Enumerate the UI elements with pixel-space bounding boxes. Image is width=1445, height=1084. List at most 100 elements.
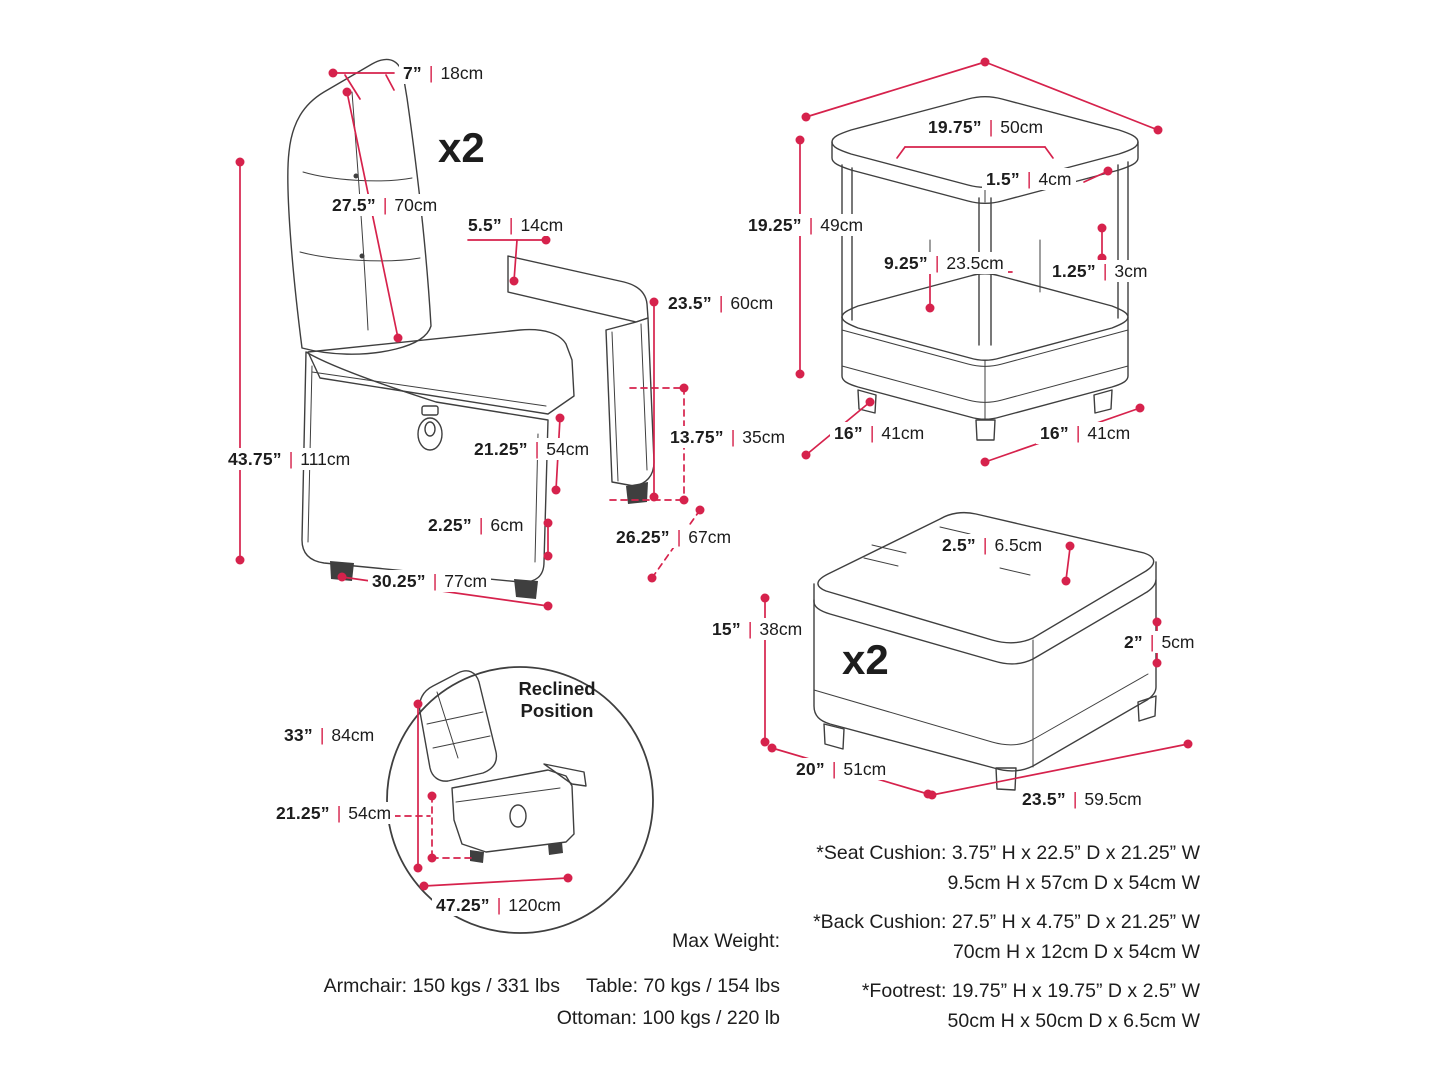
inches-value: 19.75” <box>928 117 982 137</box>
side-table-depth-label: 16” | 41cm <box>830 422 929 444</box>
unit-separator: | <box>808 215 814 235</box>
unit-separator: | <box>432 571 438 591</box>
max-weight-title: Max Weight: <box>671 930 780 952</box>
footrest-note: *Footrest: 19.75” H x 19.75” D x 2.5” W … <box>700 976 1200 1036</box>
reclined-position-title: Reclined Position <box>492 678 622 722</box>
inches-value: 13.75” <box>670 427 724 447</box>
inches-value: 21.25” <box>474 439 528 459</box>
ottoman-width-label: 23.5”|59.5cm <box>1018 788 1146 810</box>
cm-value: 70cm <box>394 195 438 215</box>
inches-value: 2” <box>1124 632 1143 652</box>
unit-separator: | <box>1026 169 1032 189</box>
cm-value: 4cm <box>1038 169 1072 189</box>
seat-cushion-label: *Seat Cushion: <box>816 842 947 864</box>
side-table-shelf-height-label: 9.25” | 23.5cm <box>880 252 1008 274</box>
seat-cushion-metric: 9.5cm H x 57cm D x 54cm W <box>947 872 1200 894</box>
cm-value: 59.5cm <box>1084 789 1142 809</box>
side-table-top-thickness-label: 1.5” | 4cm <box>982 168 1076 190</box>
armchair-depth-label: 26.25”|67cm <box>612 526 736 548</box>
inches-value: 9.25” <box>884 253 928 273</box>
ottoman-drawing <box>813 511 1157 791</box>
inches-value: 1.5” <box>986 169 1020 189</box>
cm-value: 50cm <box>1000 117 1044 137</box>
cm-value: 54cm <box>546 439 590 459</box>
inches-value: 1.25” <box>1052 261 1096 281</box>
ottoman-leg-height-label: 2” | 5cm <box>1120 631 1199 653</box>
armchair-base-width-label: 30.25” | 77cm <box>368 570 492 592</box>
seat-cushion-imperial-line: *Seat Cushion: 3.75” H x 22.5” D x 21.25… <box>700 838 1200 868</box>
inches-value: 7” <box>403 63 422 83</box>
cm-value: 60cm <box>730 293 774 313</box>
inches-value: 30.25” <box>372 571 426 591</box>
cm-value: 5cm <box>1161 632 1195 652</box>
side-table-height-label: 19.25” | 49cm <box>744 214 868 236</box>
unit-separator: | <box>534 439 540 459</box>
inches-value: 2.25” <box>428 515 472 535</box>
unit-separator: | <box>336 803 342 823</box>
unit-separator: | <box>1075 423 1081 443</box>
inches-value: 20” <box>796 759 825 779</box>
ottoman-lid-thickness-label: 2.5”|6.5cm <box>938 534 1047 556</box>
back-cushion-note: *Back Cushion: 27.5” H x 4.75” D x 21.25… <box>700 907 1200 967</box>
unit-separator: | <box>988 117 994 137</box>
inches-value: 19.25” <box>748 215 802 235</box>
cm-value: 49cm <box>820 215 864 235</box>
side-table-leg-width-label: 1.25” | 3cm <box>1048 260 1152 282</box>
cm-value: 41cm <box>1087 423 1131 443</box>
armchair-quantity-multiplier: x2 <box>438 124 485 171</box>
ottoman-height-label: 15”|38cm <box>708 618 807 640</box>
unit-separator: | <box>288 449 294 469</box>
armchair-arm-width-label: 5.5” | 14cm <box>464 214 568 236</box>
inches-value: 16” <box>1040 423 1069 443</box>
cm-value: 6cm <box>490 515 524 535</box>
inches-value: 23.5” <box>1022 789 1066 809</box>
inches-value: 5.5” <box>468 215 502 235</box>
max-weight-block: Max Weight: Armchair: 150 kgs / 331 lbs … <box>260 926 780 1033</box>
back-cushion-imperial: 27.5” H x 4.75” D x 21.25” W <box>951 911 1200 933</box>
table-max-weight: Table: 70 kgs / 154 lbs <box>585 975 780 997</box>
cm-value: 14cm <box>520 215 564 235</box>
unit-separator: | <box>1149 632 1155 652</box>
unit-separator: | <box>869 423 875 443</box>
cm-value: 23.5cm <box>946 253 1004 273</box>
cm-value: 18cm <box>440 63 484 83</box>
ottoman-depth-label: 20”|51cm <box>792 758 891 780</box>
ottoman-quantity-multiplier: x2 <box>842 636 889 683</box>
reclined-title-line1: Reclined <box>518 678 596 699</box>
inches-value: 15” <box>712 619 741 639</box>
armchair-arm-height-label: 23.5”|60cm <box>664 292 778 314</box>
inches-value: 23.5” <box>668 293 712 313</box>
unit-separator: | <box>1102 261 1108 281</box>
seat-cushion-imperial: 3.75” H x 22.5” D x 21.25” W <box>951 842 1200 864</box>
armchair-drawing <box>287 58 655 599</box>
footrest-imperial-line: *Footrest: 19.75” H x 19.75” D x 2.5” W <box>700 976 1200 1006</box>
inches-value: 2.5” <box>942 535 976 555</box>
inches-value: 16” <box>834 423 863 443</box>
back-cushion-label: *Back Cushion: <box>813 911 947 933</box>
reclined-view-drawing <box>386 666 654 934</box>
cm-value: 41cm <box>881 423 925 443</box>
unit-separator: | <box>478 515 484 535</box>
unit-separator: | <box>676 527 682 547</box>
armchair-leg-height-label: 2.25” | 6cm <box>424 514 528 536</box>
reclined-dimension-lines <box>393 699 573 891</box>
unit-separator: | <box>508 215 514 235</box>
unit-separator: | <box>831 759 837 779</box>
inches-value: 27.5” <box>332 195 376 215</box>
inches-value: 26.25” <box>616 527 670 547</box>
unit-separator: | <box>934 253 940 273</box>
cm-value: 54cm <box>348 803 392 823</box>
cm-value: 38cm <box>759 619 803 639</box>
reclined-title-line2: Position <box>520 700 594 721</box>
footrest-imperial: 19.75” H x 19.75” D x 2.5” W <box>951 980 1200 1002</box>
cm-value: 111cm <box>300 449 351 469</box>
cm-value: 77cm <box>444 571 488 591</box>
unit-separator: | <box>428 63 434 83</box>
cm-value: 35cm <box>742 427 786 447</box>
cushion-specs-notes: *Seat Cushion: 3.75” H x 22.5” D x 21.25… <box>700 838 1200 1045</box>
cm-value: 6.5cm <box>994 535 1043 555</box>
max-weight-row: Armchair: 150 kgs / 331 lbs Table: 70 kg… <box>260 971 780 1001</box>
back-cushion-metric: 70cm H x 12cm D x 54cm W <box>952 941 1200 963</box>
cm-value: 3cm <box>1114 261 1148 281</box>
inches-value: 47.25” <box>436 895 490 915</box>
